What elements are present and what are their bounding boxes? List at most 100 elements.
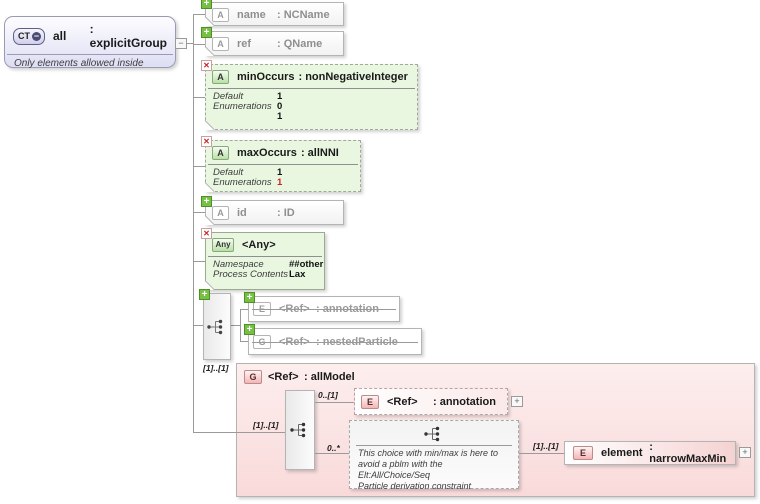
complextype-annotation: Only elements allowed inside (7, 54, 173, 73)
strikethrough-line (252, 341, 418, 343)
attribute-icon: A (212, 205, 229, 220)
attribute-name: maxOccurs (237, 146, 297, 159)
attribute-id-box[interactable]: + A id : ID (201, 196, 344, 225)
attribute-icon: A (212, 69, 229, 84)
complextype-name: all (53, 29, 67, 43)
cardinality-label: 0..[1] (318, 390, 338, 400)
attribute-type: : allNNI (300, 146, 339, 159)
attribute-type: : QName (277, 37, 323, 50)
facet-label: Enumerations (213, 177, 272, 188)
cardinality-label: [1]..[1] (533, 441, 559, 451)
divider (208, 256, 322, 257)
optional-add-icon: + (201, 196, 212, 207)
optional-add-icon: + (244, 292, 255, 303)
choice-annotation: This choice with min/max is here to avoi… (350, 446, 518, 492)
attribute-icon: A (212, 145, 229, 160)
group-icon: G (244, 370, 262, 384)
facet-row: 1 (213, 112, 417, 122)
facet-row: Process Contents Lax (213, 270, 324, 280)
cardinality-label: 0..* (327, 443, 340, 453)
attribute-name-box[interactable]: + A name : NCName (201, 0, 344, 26)
connector-line (193, 166, 205, 167)
sequence-compositor-box[interactable]: + (199, 289, 231, 360)
element-icon: E (573, 446, 593, 460)
collapse-icon[interactable]: − (32, 30, 41, 41)
prohibited-icon: ✕ (201, 228, 212, 239)
compositor-icon (207, 319, 223, 334)
element-narrowmaxmin-box[interactable]: E element : narrowMaxMin (564, 441, 736, 465)
complextype-title: CT − all : explicitGroup (5, 17, 175, 54)
connector-line (193, 325, 203, 326)
allmodel-annotation-ref-box[interactable]: E <Ref> : annotation (354, 388, 508, 415)
attribute-name: minOccurs (237, 70, 295, 83)
facet-row: Enumerations 1 (213, 178, 360, 188)
connector-line (193, 432, 285, 433)
attribute-maxoccurs-box[interactable]: ✕ A maxOccurs : allNNI Default 1 Enumera… (201, 136, 361, 192)
expand-handle[interactable]: + (739, 447, 751, 458)
optional-add-icon: + (199, 289, 210, 300)
connector-line (240, 309, 248, 310)
group-allmodel-header: G <Ref> : allModel (244, 370, 355, 384)
facet-row: Enumerations 0 (213, 102, 417, 112)
expand-handle[interactable]: + (511, 396, 523, 407)
connector-line (240, 309, 241, 342)
attribute-ref-box[interactable]: + A ref : QName (201, 27, 344, 56)
choice-icon (424, 426, 440, 442)
attribute-name: ref (237, 37, 252, 50)
any-name: <Any> (242, 238, 276, 251)
complextype-type: : explicitGroup (89, 22, 167, 50)
facet-label (213, 112, 277, 122)
attribute-type: : NCName (277, 8, 330, 21)
cardinality-label: [1]..[1] (253, 420, 279, 430)
connector-line (315, 402, 354, 403)
collapse-handle[interactable]: − (175, 38, 187, 49)
allmodel-compositor-box[interactable] (285, 390, 315, 470)
group-type: : allModel (304, 371, 355, 383)
choice-annotation-line: This choice with min/max is here to (358, 448, 499, 458)
optional-add-icon: + (201, 27, 212, 38)
connector-line (193, 212, 205, 213)
connector-line (240, 341, 248, 342)
annotation-ref-disabled-box[interactable]: + E <Ref> : annotation (244, 292, 400, 322)
attribute-type: : nonNegativeInteger (298, 70, 408, 83)
connector-trunk (193, 14, 194, 433)
any-attribute-box[interactable]: ✕ Any <Any> Namespace ##other Process Co… (201, 228, 325, 290)
divider (208, 88, 415, 89)
connector-line (315, 453, 349, 454)
connector-line (193, 97, 205, 98)
complextype-all-box[interactable]: CT − all : explicitGroup Only elements a… (4, 16, 176, 69)
attribute-icon: A (212, 36, 229, 51)
facet-value: 0 (277, 101, 283, 112)
connector-line (519, 453, 564, 454)
facet-value: 1 (277, 111, 283, 122)
element-type: : narrowMaxMin (649, 441, 727, 465)
choice-annotation-line: avoid a pblm with the Elt:All/Choice/Seq (358, 459, 443, 480)
attribute-name: id (237, 206, 247, 219)
allmodel-choice-box[interactable]: This choice with min/max is here to avoi… (349, 420, 519, 492)
attribute-name: name (237, 8, 266, 21)
facet-label: Default (213, 167, 244, 178)
connector-line (193, 44, 205, 45)
facet-label: Process Contents (213, 269, 288, 280)
attribute-type: : ID (277, 206, 295, 219)
facet-label: Default (213, 91, 244, 102)
element-name: element (601, 447, 643, 459)
divider (356, 445, 512, 446)
complextype-badge: CT − (13, 27, 45, 45)
optional-add-icon: + (244, 324, 255, 335)
choice-annotation-line: Particle derivation constraint (358, 481, 472, 491)
ref-name: <Ref> (387, 395, 418, 408)
facet-value: Lax (289, 269, 306, 280)
divider (208, 164, 358, 165)
connector-line (193, 261, 205, 262)
attribute-minoccurs-box[interactable]: ✕ A minOccurs : nonNegativeInteger Defau… (201, 60, 418, 130)
facet-value: 1 (277, 91, 283, 102)
nested-particle-ref-disabled-box[interactable]: + G <Ref> : nestedParticle (244, 324, 422, 355)
facet-label: Namespace (213, 259, 264, 270)
facet-value: 1 (277, 167, 283, 178)
ref-type: : annotation (433, 395, 496, 408)
facet-row: Namespace ##other (213, 260, 324, 270)
facet-row: Default 1 (213, 92, 417, 102)
facet-value: ##other (289, 259, 324, 270)
